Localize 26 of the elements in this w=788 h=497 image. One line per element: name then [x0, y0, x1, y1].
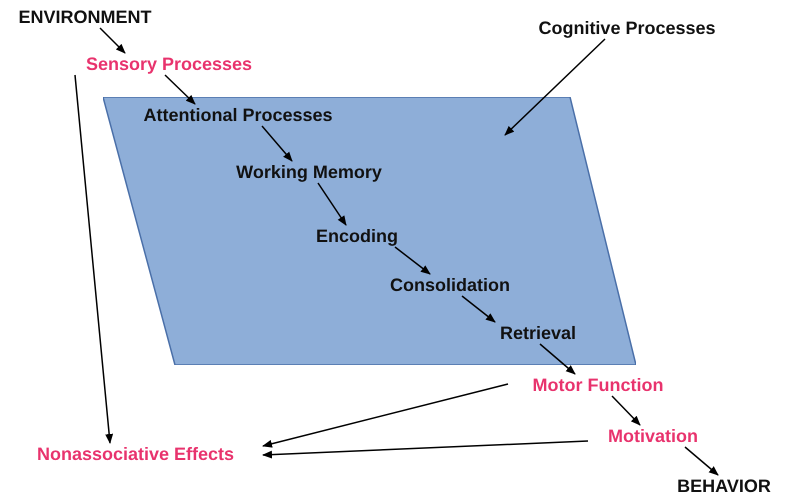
stage-label: BEHAVIOR	[677, 475, 771, 497]
arrow	[262, 383, 508, 448]
arrow	[462, 295, 496, 323]
stage-label: Consolidation	[390, 274, 510, 296]
stage-label: ENVIRONMENT	[18, 6, 152, 28]
stage-label: Encoding	[316, 225, 398, 247]
arrow	[74, 74, 114, 444]
arrow	[504, 38, 606, 136]
arrow	[684, 446, 719, 476]
stage-label: Sensory Processes	[86, 53, 252, 75]
arrow	[261, 126, 293, 162]
arrow	[394, 246, 431, 275]
arrow	[540, 343, 576, 375]
arrow	[164, 74, 196, 105]
stage-label: Motor Function	[532, 374, 664, 396]
stage-label: Nonassociative Effects	[36, 443, 234, 465]
arrow	[317, 182, 347, 226]
arrow	[262, 440, 588, 459]
parallelogram-shape	[103, 97, 636, 365]
stage-label: Retrieval	[500, 322, 576, 344]
stage-label: Attentional Processes	[143, 104, 333, 126]
stage-label: Cognitive Processes	[538, 17, 716, 39]
arrow	[99, 27, 126, 54]
arrow	[611, 395, 641, 426]
stage-label: Working Memory	[236, 161, 382, 183]
stage-label: Motivation	[608, 425, 698, 447]
